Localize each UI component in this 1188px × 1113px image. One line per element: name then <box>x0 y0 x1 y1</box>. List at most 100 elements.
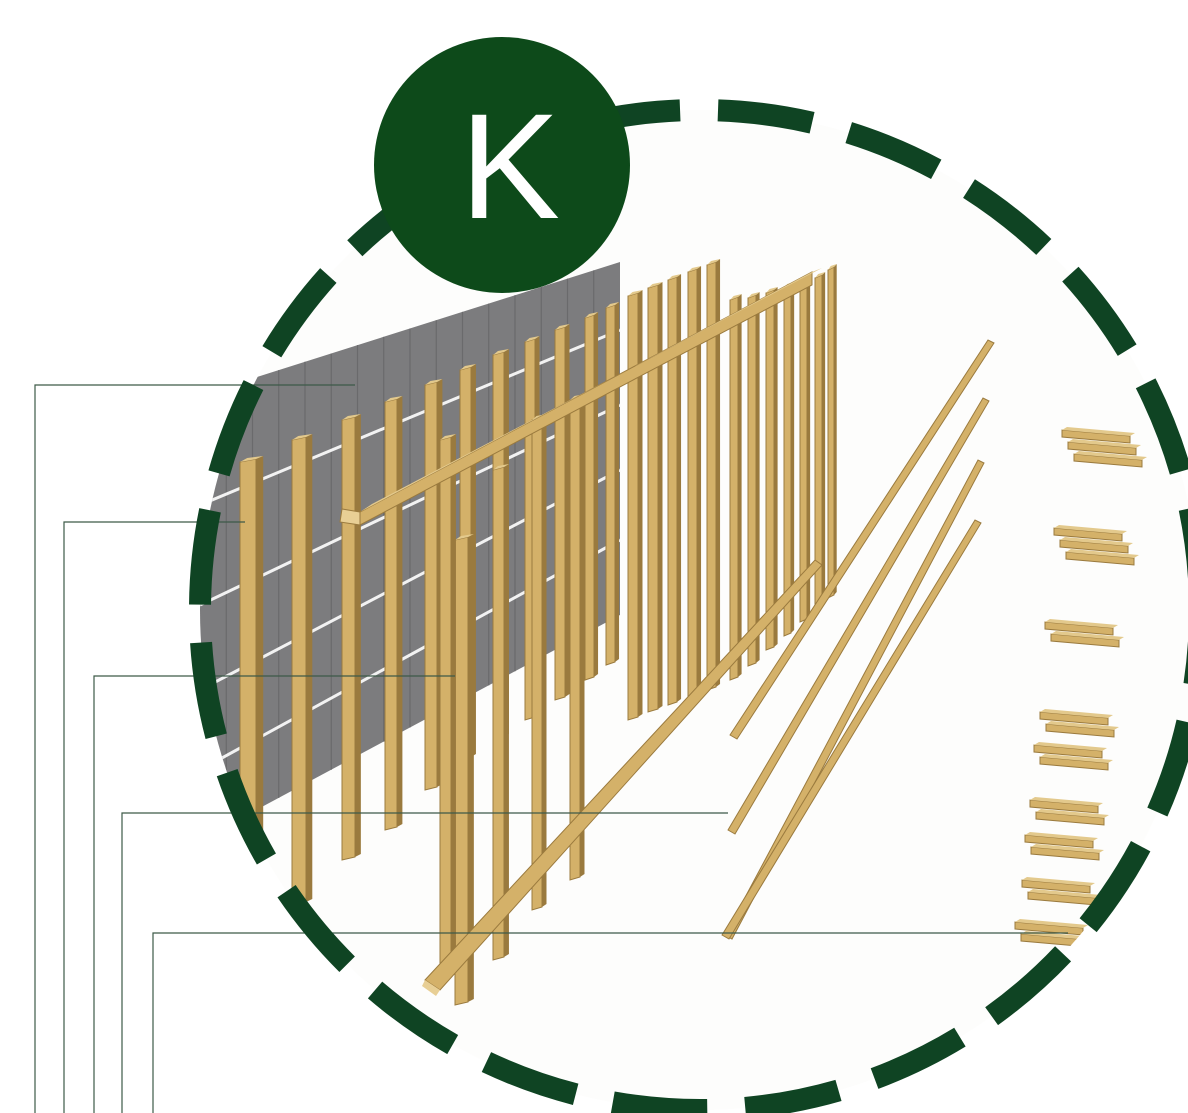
callout-leader-line <box>63 521 245 1113</box>
batten-face <box>747 294 757 667</box>
batten-top <box>748 292 760 298</box>
batten-face <box>554 326 566 701</box>
batten-side <box>565 324 570 697</box>
batten-top <box>525 336 540 342</box>
batten-top <box>240 456 264 462</box>
batten-side <box>468 534 474 1002</box>
top-plate-beam-end <box>339 508 361 526</box>
vertical-stud <box>667 274 682 706</box>
batten-face <box>584 314 595 681</box>
callout-leader-line <box>152 932 1068 1113</box>
stacked-block-top <box>1054 525 1127 534</box>
vertical-stud <box>783 282 795 637</box>
batten-face <box>647 284 659 713</box>
batten-side <box>756 292 760 663</box>
batten-side <box>697 266 702 695</box>
batten-side <box>791 282 795 633</box>
batten-face <box>454 536 469 1006</box>
tall-front-post <box>531 414 547 911</box>
stacked-block-top <box>1030 797 1103 806</box>
stacked-block-top <box>1074 451 1147 460</box>
stacked-block-top <box>1022 877 1095 886</box>
loose-diagonal-rail <box>727 397 990 835</box>
batten-top <box>815 272 826 278</box>
vertical-stud <box>706 259 721 691</box>
stacked-block-group <box>1061 427 1147 468</box>
front-vertical-batten <box>384 396 403 831</box>
batten-side <box>256 456 264 887</box>
stacked-block-top <box>1031 844 1104 853</box>
exploded-wall-layers <box>200 259 1147 1006</box>
batten-side <box>774 287 778 647</box>
batten-face <box>827 266 835 599</box>
batten-top <box>648 282 663 288</box>
batten-top <box>440 434 456 440</box>
tall-front-post <box>492 464 509 961</box>
front-vertical-batten <box>605 302 620 666</box>
stacked-block-group <box>1053 525 1139 566</box>
sill-plate-end <box>422 980 440 996</box>
stacked-block-top <box>1040 709 1113 718</box>
stacked-block-top <box>1028 889 1101 898</box>
batten-face <box>291 436 307 906</box>
batten-face <box>814 274 823 611</box>
batten-top <box>688 266 702 272</box>
batten-face <box>627 292 639 721</box>
front-vertical-batten <box>584 312 599 681</box>
sill-plate-layer <box>422 559 823 996</box>
vertical-stud-layer <box>439 259 837 1006</box>
batten-top <box>455 534 474 540</box>
front-vertical-batten <box>554 324 570 701</box>
batten-side <box>594 312 599 677</box>
batten-face <box>569 396 581 881</box>
small-block-stack-layer <box>1014 427 1147 948</box>
vertical-stud <box>799 277 811 623</box>
panel-joint-line <box>200 468 621 692</box>
panel-joint-lines <box>200 328 621 772</box>
stacked-block-top <box>1034 742 1107 751</box>
front-vertical-batten <box>341 414 361 861</box>
detail-circle-dashed-border <box>189 99 1188 1113</box>
batten-side <box>397 396 403 827</box>
stacked-block-top <box>1040 754 1113 763</box>
batten-side <box>658 282 663 709</box>
stacked-block-group <box>1021 877 1101 906</box>
batten-top <box>606 302 620 308</box>
vertical-stud <box>765 287 778 651</box>
batten-top <box>292 434 313 440</box>
vertical-stud <box>747 292 760 667</box>
stacked-block-group <box>1044 619 1124 648</box>
batten-side <box>542 414 547 907</box>
callout-leader-line <box>93 675 455 1113</box>
callout-leader-line <box>121 812 728 1113</box>
batten-side <box>580 394 585 877</box>
front-vertical-batten <box>291 434 313 906</box>
batten-side <box>738 294 742 677</box>
detail-badge-letter: K <box>460 82 560 250</box>
loose-diagonal-rail <box>729 339 995 740</box>
stacked-block-top <box>1046 721 1119 730</box>
batten-top <box>460 364 476 370</box>
batten-top <box>585 312 599 318</box>
stacked-block-group <box>1014 919 1094 948</box>
stacked-block-top <box>1068 439 1141 448</box>
batten-top <box>385 396 403 402</box>
stacked-block-group <box>1033 742 1113 771</box>
batten-face <box>531 416 543 911</box>
vertical-stud <box>687 266 702 699</box>
batten-side <box>504 464 509 957</box>
panel-joint-line <box>200 538 621 772</box>
batten-side <box>451 434 456 972</box>
detail-badge-circle <box>374 37 630 293</box>
front-vertical-batten <box>239 456 264 891</box>
batten-top <box>668 274 682 280</box>
stacked-block-top <box>1015 919 1088 928</box>
batten-face <box>492 466 505 961</box>
batten-side <box>355 414 361 857</box>
tall-front-post <box>439 434 456 976</box>
stacked-block-top <box>1060 537 1133 546</box>
stacked-block-top <box>1051 631 1124 640</box>
batten-face <box>424 381 438 791</box>
vertical-stud <box>814 272 826 611</box>
